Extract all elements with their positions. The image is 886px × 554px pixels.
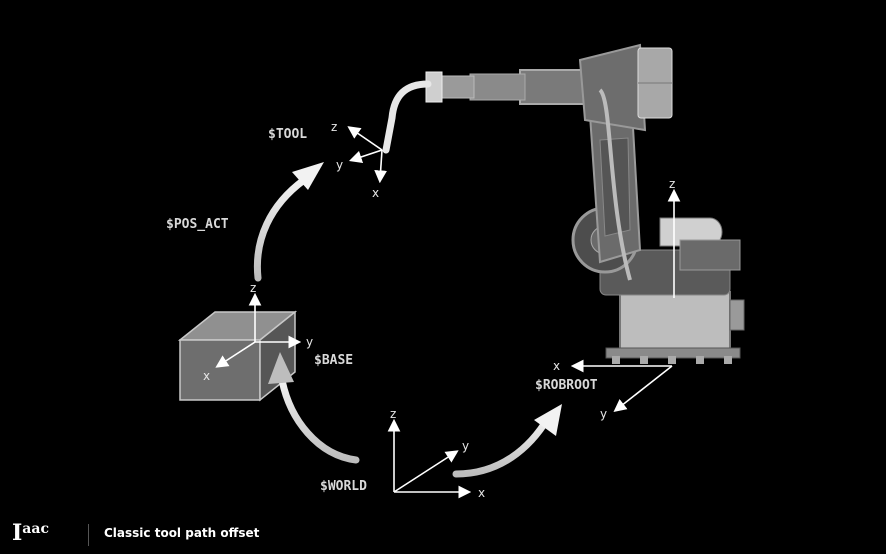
tool-frame-label: $TOOL bbox=[268, 127, 307, 142]
world-frame-label: $WORLD bbox=[320, 479, 367, 494]
tool-x-axis bbox=[374, 149, 388, 184]
robot-tool-nozzle bbox=[382, 80, 432, 154]
base-z-label: z bbox=[250, 281, 256, 295]
tool-y-label: y bbox=[336, 158, 343, 172]
base-y-label: y bbox=[306, 335, 313, 349]
robot-wrist-1 bbox=[469, 73, 526, 101]
world-to-robroot-arrow bbox=[452, 414, 552, 478]
logo-sup: aac bbox=[22, 521, 49, 537]
world-to-base-arrow bbox=[278, 376, 360, 464]
base-box-front bbox=[179, 339, 261, 401]
world-to-base-arrow-head bbox=[268, 352, 294, 384]
pos-act-arrow bbox=[253, 176, 308, 282]
base-frame: z y x $BASE bbox=[177, 281, 353, 402]
robroot-frame: z x y $ROBROOT bbox=[535, 177, 681, 421]
world-y-label: y bbox=[462, 439, 469, 453]
footer-divider bbox=[88, 524, 89, 546]
robot-motor-mount bbox=[679, 239, 741, 271]
tool-x-label: x bbox=[372, 186, 379, 200]
world-frame: z y x $WORLD bbox=[320, 407, 485, 500]
robroot-x-label: x bbox=[553, 359, 560, 373]
robot-base-feet bbox=[612, 356, 732, 364]
world-z-label: z bbox=[390, 407, 396, 421]
robot-elbow-housing bbox=[578, 43, 647, 132]
robroot-frame-label: $ROBROOT bbox=[535, 378, 598, 393]
pos-act-transform: $POS_ACT bbox=[166, 162, 324, 282]
robot-pedestal-side bbox=[729, 299, 745, 331]
robroot-y-label: y bbox=[600, 407, 607, 421]
tool-y-axis bbox=[348, 149, 383, 164]
world-to-robroot-transform bbox=[452, 404, 562, 478]
logo-main: I bbox=[12, 520, 23, 546]
base-frame-label: $BASE bbox=[314, 353, 353, 368]
iaac-logo: Iaac bbox=[12, 520, 49, 549]
footer-bar: Iaac Classic tool path offset bbox=[0, 516, 886, 554]
world-x-label: x bbox=[478, 486, 485, 500]
tool-z-label: z bbox=[331, 120, 337, 134]
tool-z-axis bbox=[347, 126, 383, 151]
robot-cable bbox=[598, 88, 632, 281]
coordinate-frames-diagram: z y x $TOOL $POS_ACT z y x $BASE z y x $… bbox=[166, 43, 745, 500]
robroot-y-axis bbox=[613, 365, 673, 412]
robroot-z-label: z bbox=[669, 177, 675, 191]
world-to-robroot-arrow-head bbox=[534, 404, 562, 436]
tool-frame: z y x $TOOL bbox=[268, 120, 388, 200]
robot-wrist-2 bbox=[439, 75, 475, 99]
pos-act-label: $POS_ACT bbox=[166, 217, 229, 232]
pos-act-arrow-head bbox=[292, 162, 324, 190]
robot-pedestal bbox=[619, 291, 731, 351]
footer-caption: Classic tool path offset bbox=[104, 526, 260, 540]
world-y-axis bbox=[393, 450, 459, 493]
world-to-base-transform bbox=[268, 352, 360, 464]
base-x-label: x bbox=[203, 369, 210, 383]
base-x-axis bbox=[215, 341, 256, 368]
industrial-robot bbox=[382, 43, 745, 364]
